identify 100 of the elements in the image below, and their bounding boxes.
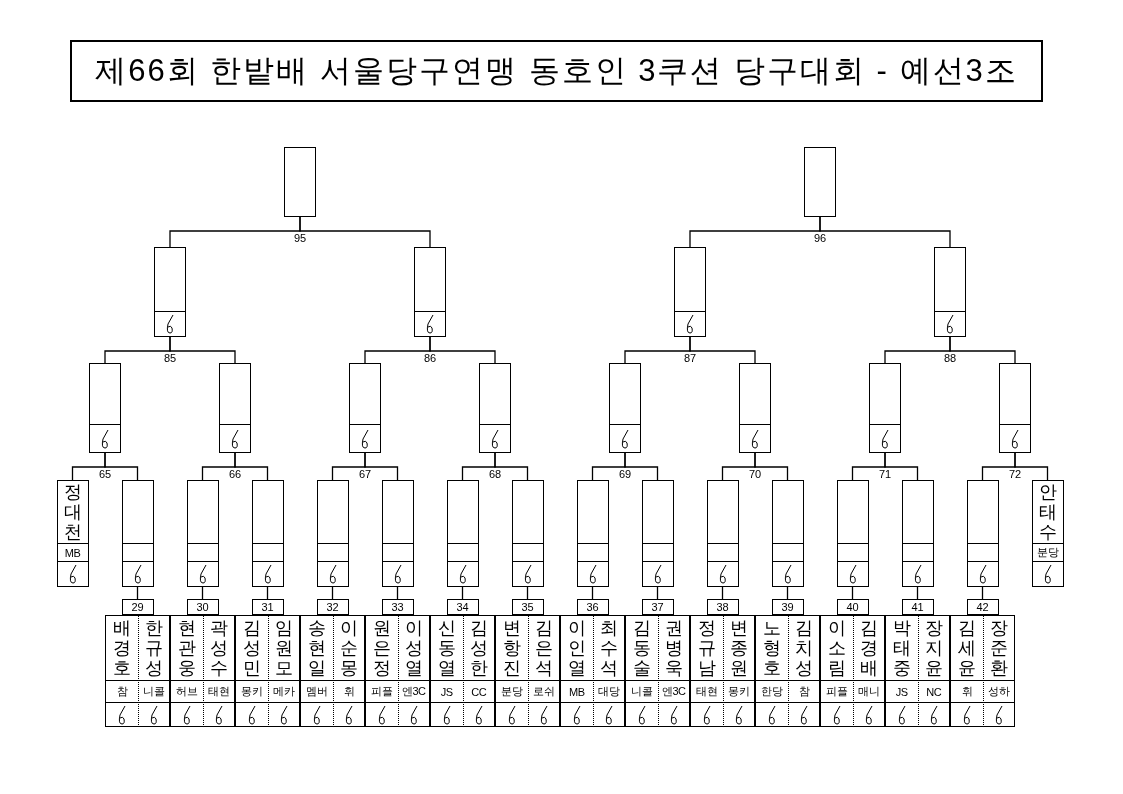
bracket-line: [689, 336, 756, 364]
player-name: 권병욱: [664, 618, 684, 678]
player-name: 김동술: [632, 618, 652, 678]
score-box: [219, 363, 251, 453]
match-number-tab: 36: [576, 599, 609, 615]
score-box: [901, 480, 934, 587]
player-column: [950, 615, 983, 727]
bracket-line: [364, 452, 399, 481]
match-number: 96: [811, 233, 829, 244]
match-number-tab: 39: [771, 599, 804, 615]
player-name: 김경배: [859, 618, 879, 678]
player-name: 김성민: [242, 618, 262, 678]
player-column: [560, 615, 593, 727]
club-name: 태현: [208, 684, 230, 699]
player-name: 김세윤: [957, 618, 977, 678]
player-name: 이인열: [567, 618, 587, 678]
club-name: 매니: [858, 684, 880, 699]
score-box: [836, 480, 869, 587]
match-number: 67: [356, 469, 374, 480]
bracket-line: [234, 452, 269, 481]
club-name: 로쉬: [533, 684, 555, 699]
player-name: 임원모: [274, 618, 294, 678]
match-number-tab: 37: [641, 599, 674, 615]
player-column: [885, 615, 918, 727]
score-box: [771, 480, 804, 587]
club-name: 휘: [961, 684, 972, 699]
player-column: [657, 615, 690, 727]
club-name: 참: [116, 684, 127, 699]
club-name: JS: [895, 685, 908, 698]
score-box: [641, 480, 674, 587]
match-number: 88: [941, 353, 959, 364]
match-number: 71: [876, 469, 894, 480]
player-name: 배경호: [112, 618, 132, 678]
player-column: [300, 615, 333, 727]
club-name: 엔3C: [401, 684, 426, 699]
match-number: 65: [96, 469, 114, 480]
score-box: [316, 480, 349, 587]
score-box: [739, 363, 771, 453]
bracket-line: [949, 336, 1016, 364]
match-number-tab: 33: [381, 599, 414, 615]
player-name: 한규성: [144, 618, 164, 678]
player-column: [755, 615, 788, 727]
score-box: [154, 247, 186, 337]
club-name: 분당: [1037, 545, 1058, 560]
club-name: 피플: [371, 684, 393, 699]
score-box: [349, 363, 381, 453]
score-box: [576, 480, 609, 587]
player-name: 현관웅: [177, 618, 197, 678]
club-name: 한당: [761, 684, 783, 699]
player-name: 장준환: [989, 618, 1009, 678]
match-number: 66: [226, 469, 244, 480]
club-name: 피플: [826, 684, 848, 699]
bracket-line: [819, 216, 951, 248]
score-box: [89, 363, 121, 453]
player-box: [1031, 480, 1064, 587]
player-column: [332, 615, 365, 727]
club-name: 멤버: [306, 684, 328, 699]
club-name: 메카: [273, 684, 295, 699]
score-box: [381, 480, 414, 587]
bracket-line: [299, 216, 431, 248]
player-name: 김성한: [469, 618, 489, 678]
score-box: [479, 363, 511, 453]
match-number: 87: [681, 353, 699, 364]
player-name: 안태수: [1038, 482, 1057, 542]
player-name: 정대천: [63, 482, 82, 542]
player-column: [170, 615, 203, 727]
player-name: 변종원: [729, 618, 749, 678]
player-column: [235, 615, 268, 727]
bracket-line: [1014, 452, 1049, 481]
player-column: [527, 615, 560, 727]
score-box: [186, 480, 219, 587]
player-column: [105, 615, 138, 727]
bracket-line: [884, 452, 919, 481]
match-number: 69: [616, 469, 634, 480]
player-name: 박태중: [892, 618, 912, 678]
match-number: 85: [161, 353, 179, 364]
match-number-tab: 34: [446, 599, 479, 615]
player-column: [267, 615, 300, 727]
match-number: 68: [486, 469, 504, 480]
match-number: 70: [746, 469, 764, 480]
club-name: 성하: [988, 684, 1010, 699]
player-column: [495, 615, 528, 727]
bracket-line: [429, 336, 496, 364]
club-name: 참: [798, 684, 809, 699]
score-box: [804, 147, 836, 217]
match-number-tab: 31: [251, 599, 284, 615]
club-name: 몽키: [241, 684, 263, 699]
player-column: [430, 615, 463, 727]
score-box: [869, 363, 901, 453]
player-column: [202, 615, 235, 727]
player-name: 노형호: [762, 618, 782, 678]
club-name: MB: [569, 685, 585, 698]
bracket-line: [624, 452, 659, 481]
match-number: 72: [1006, 469, 1024, 480]
score-box: [934, 247, 966, 337]
player-column: [137, 615, 170, 727]
player-name: 최수석: [599, 618, 619, 678]
match-number: 86: [421, 353, 439, 364]
title: 제66회 한밭배 서울당구연맹 동호인 3쿠션 당구대회 - 예선3조: [70, 40, 1043, 102]
player-name: 정규남: [697, 618, 717, 678]
